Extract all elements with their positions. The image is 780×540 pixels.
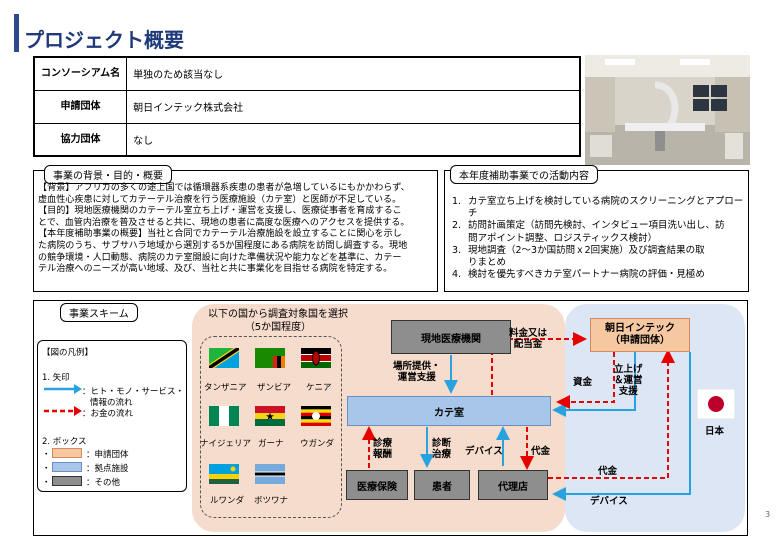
price-label: 代金 [531, 446, 550, 457]
japan-flag-icon [697, 389, 735, 419]
patient-node: 患者 [414, 470, 470, 500]
price-bottom-label: 代金 [598, 466, 617, 477]
page-number: 3 [765, 510, 770, 519]
asahi-intecc-node: 朝日インテック （申請団体） [590, 318, 690, 352]
setup-support-label: 立上げ＆運営支援 [614, 364, 643, 397]
diagnosis-label: 診断治療 [432, 438, 451, 460]
local-medical-institution-node: 現地医療機関 [391, 320, 511, 354]
device-label: デバイス [465, 446, 503, 457]
capital-label: 資金 [573, 377, 592, 388]
cath-lab-node: カテ室 [347, 396, 551, 426]
insurance-node: 医療保険 [346, 470, 408, 500]
device-bottom-label: デバイス [590, 496, 628, 507]
japan-label: 日本 [705, 426, 724, 437]
medical-fee-label: 診療報酬 [373, 438, 392, 460]
agency-node: 代理店 [478, 470, 548, 500]
fee-dividend-label: 料金又は配当金 [509, 328, 547, 350]
place-support-label: 場所提供・運営支援 [393, 361, 441, 383]
